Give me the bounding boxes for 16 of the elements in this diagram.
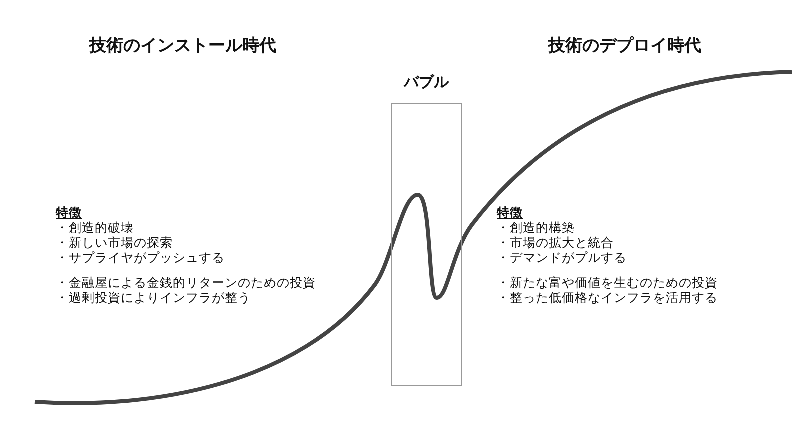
bullet-text: ・デマンドがプルする (497, 250, 627, 265)
bullet-text: ・市場の拡大と統合 (497, 235, 614, 250)
period-heading: 技術のデプロイ時代 (548, 35, 702, 57)
bullet-text: ・創造的破壊 (56, 220, 134, 235)
section-heading: 特徴 (56, 205, 82, 222)
bullet-text: ・サプライヤがプッシュする (56, 250, 225, 265)
bubble-box (391, 103, 462, 386)
bullet-text: ・過剰投資によりインフラが整う (56, 290, 251, 305)
bullet-text: ・新たな富や価値を生むのための投資 (497, 275, 718, 290)
bullet-text: ・整った低価格なインフラを活用する (497, 290, 718, 305)
period-heading: 技術のインストール時代 (90, 35, 276, 57)
bullet-text: ・金融屋による金銭的リターンのための投資 (56, 275, 316, 290)
bullet-text: ・新しい市場の探索 (56, 235, 173, 250)
section-heading: 特徴 (497, 205, 523, 222)
bullet-text: ・創造的構築 (497, 220, 575, 235)
bubble-label: バブル (404, 73, 449, 92)
